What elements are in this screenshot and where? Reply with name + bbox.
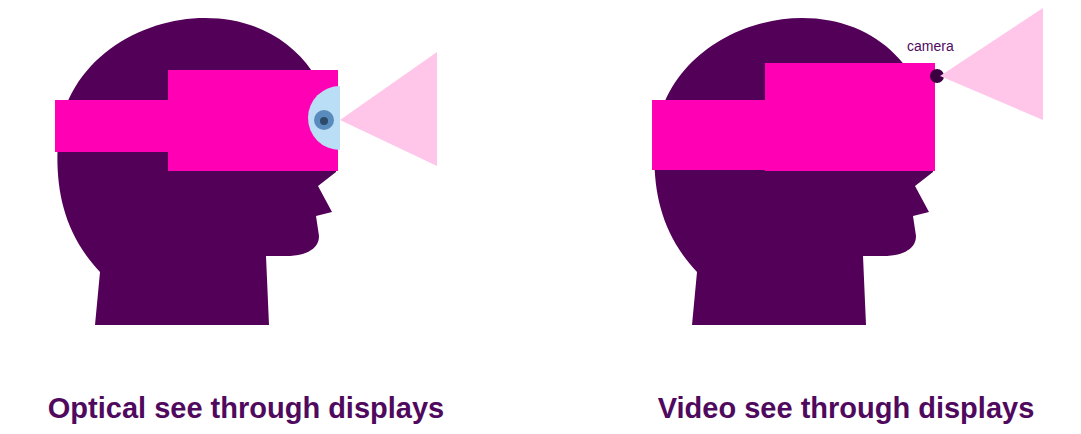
optical-head <box>55 18 437 325</box>
caption-text: Video see through displays <box>658 392 1035 425</box>
camera-label: camera <box>907 38 954 54</box>
caption-text: Optical see through displays <box>48 392 444 425</box>
video-head <box>652 8 1043 325</box>
